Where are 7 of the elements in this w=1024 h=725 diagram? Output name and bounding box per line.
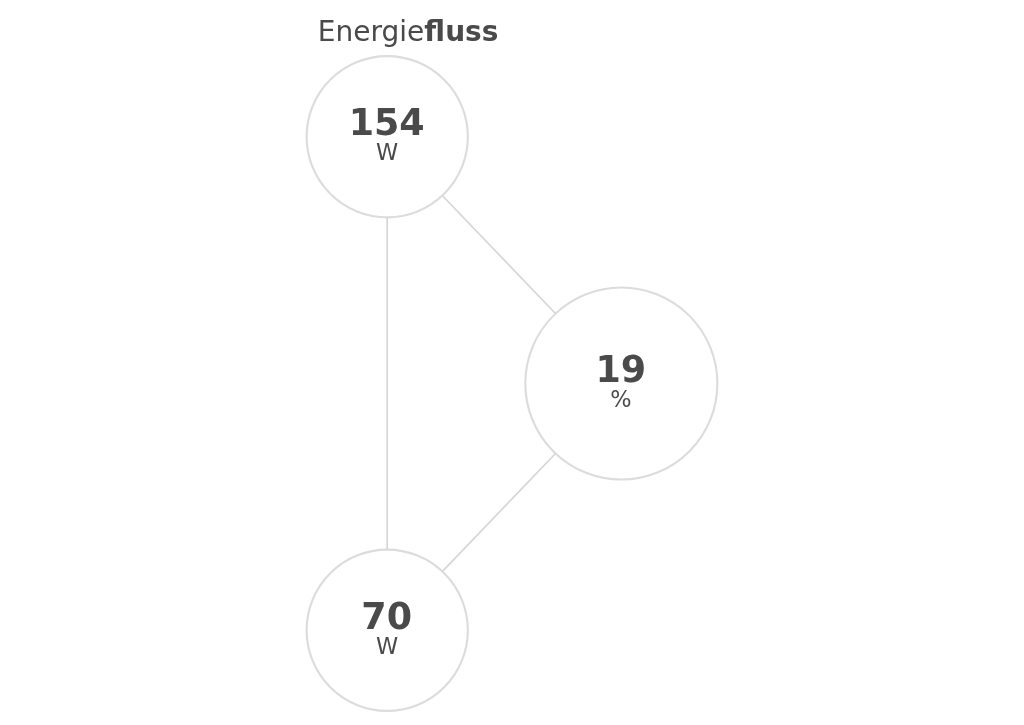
connector (441, 452, 557, 572)
diagram-title: Energiefluss (317, 14, 499, 48)
connector (441, 195, 557, 315)
node-circle: 70 W (305, 548, 469, 712)
node-circle: 19 % (524, 286, 719, 481)
connector (386, 216, 389, 551)
node-circle: 154 W (305, 55, 469, 219)
